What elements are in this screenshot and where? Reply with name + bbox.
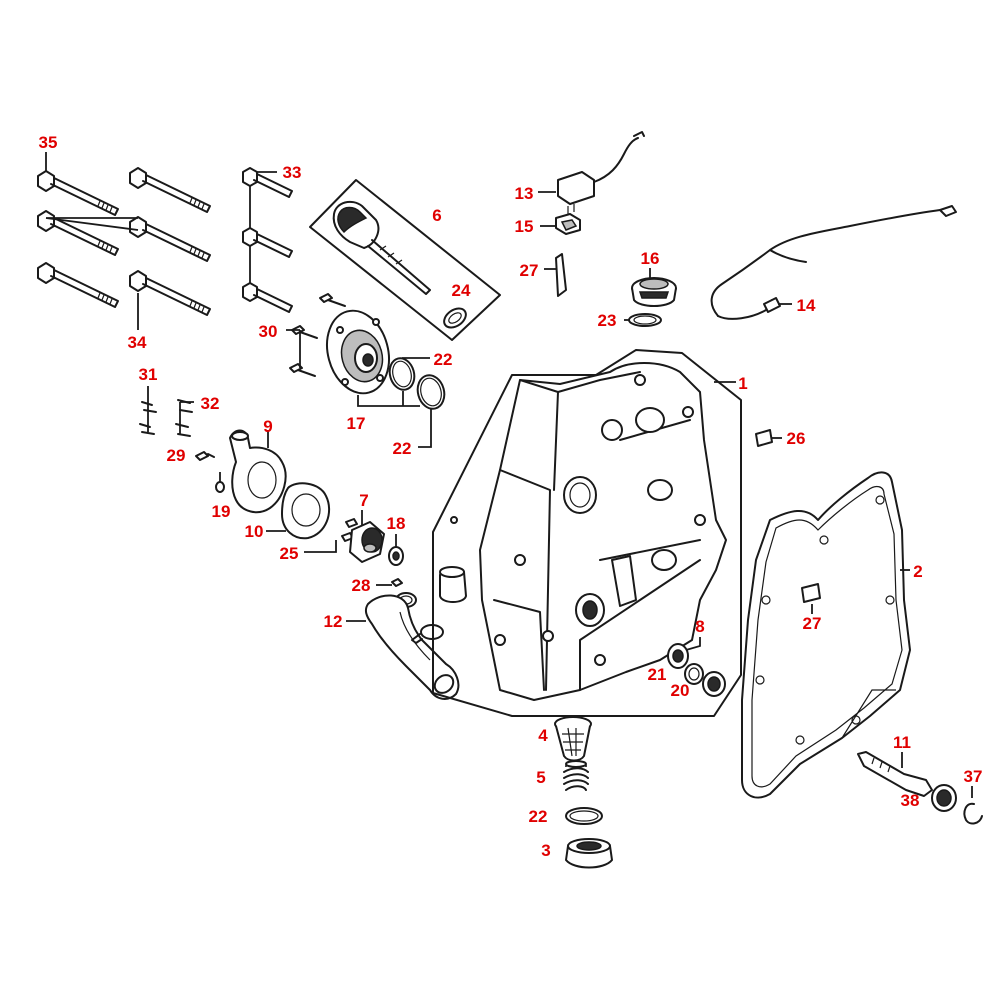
callout-21: 21 bbox=[648, 665, 667, 684]
bolt bbox=[129, 270, 211, 316]
shaft-11 bbox=[857, 751, 933, 797]
seal-21 bbox=[684, 663, 704, 685]
dipstick bbox=[332, 200, 431, 295]
callout-34: 32 bbox=[201, 394, 220, 413]
callout-33: 31 bbox=[139, 365, 158, 384]
callout-labels: 35 34 33 6 24 13 15 27 16 23 14 30 22 17… bbox=[39, 133, 983, 860]
callout-38: 38 bbox=[901, 791, 920, 810]
oil-strainer bbox=[554, 716, 592, 762]
callout-23: 22 bbox=[393, 439, 412, 458]
callout-17: 17 bbox=[347, 414, 366, 433]
callout-22: 22 bbox=[529, 807, 548, 826]
callout-18: 18 bbox=[387, 514, 406, 533]
short-bolts-group bbox=[242, 167, 293, 313]
callout-9: 9 bbox=[263, 417, 272, 436]
small-bolts bbox=[289, 293, 346, 377]
thermostat-cover bbox=[229, 429, 287, 514]
bolt bbox=[37, 210, 119, 256]
callout-6: 6 bbox=[432, 206, 441, 225]
callout-5: 5 bbox=[536, 768, 545, 787]
circlip-28 bbox=[963, 802, 983, 825]
callout-26: 25 bbox=[280, 544, 299, 563]
callout-11: 11 bbox=[893, 733, 911, 752]
callout-20: 20 bbox=[671, 681, 690, 700]
bolt bbox=[129, 216, 211, 262]
callout-37: 35 bbox=[39, 133, 58, 152]
callout-2: 2 bbox=[913, 562, 922, 581]
callout-14: 14 bbox=[797, 296, 816, 315]
drain-plug bbox=[565, 838, 613, 869]
bolt bbox=[129, 167, 211, 213]
impeller-assembly bbox=[304, 510, 460, 700]
callout-8: 8 bbox=[695, 617, 704, 636]
bolt bbox=[242, 167, 293, 198]
spring bbox=[563, 760, 589, 791]
callout-12: 12 bbox=[324, 612, 343, 631]
long-bolts-group bbox=[37, 152, 211, 330]
callout-28: 37 bbox=[964, 767, 983, 786]
callout-10: 10 bbox=[245, 522, 264, 541]
callout-30: 28 bbox=[352, 576, 371, 595]
dipstick-assembly-box bbox=[309, 179, 501, 341]
bolt bbox=[37, 262, 119, 308]
sensor-13 bbox=[557, 131, 645, 212]
callout-24: 23 bbox=[598, 311, 617, 330]
pin-29 bbox=[555, 253, 567, 297]
dowel-pin bbox=[801, 583, 821, 603]
callout-27: 26 bbox=[787, 429, 806, 448]
callout-15: 15 bbox=[515, 217, 534, 236]
plug-16 bbox=[631, 277, 677, 307]
thermostat-gasket bbox=[281, 482, 331, 540]
bolt bbox=[242, 227, 293, 258]
callout-31: 29 bbox=[167, 446, 186, 465]
callout-13: 13 bbox=[515, 184, 534, 203]
callout-22: 22 bbox=[434, 350, 453, 369]
sensor-group bbox=[538, 131, 957, 327]
crankcase-cover-box bbox=[432, 349, 742, 717]
pump-cover bbox=[326, 309, 390, 395]
coolant-hose bbox=[364, 594, 460, 700]
cover-gasket bbox=[741, 471, 911, 799]
bearing-38 bbox=[931, 784, 957, 812]
callout-19: 19 bbox=[212, 502, 231, 521]
bolt bbox=[242, 282, 293, 313]
bolt bbox=[37, 170, 119, 216]
pump-cover-assembly bbox=[286, 293, 446, 448]
callout-35: 33 bbox=[283, 163, 302, 182]
impeller bbox=[349, 521, 385, 563]
callout-4: 4 bbox=[538, 726, 548, 745]
callout-7: 7 bbox=[359, 491, 368, 510]
dowel-pin bbox=[755, 429, 773, 447]
callout-3: 3 bbox=[541, 841, 550, 860]
callout-1: 1 bbox=[738, 374, 747, 393]
sensor-15 bbox=[555, 206, 581, 235]
callout-36: 34 bbox=[128, 333, 147, 352]
thermostat-housing-assembly bbox=[139, 386, 331, 540]
callout-32: 30 bbox=[259, 322, 278, 341]
crankcase-cover bbox=[439, 362, 727, 701]
bearing-20 bbox=[702, 671, 726, 697]
oil-seal-8 bbox=[667, 643, 689, 669]
cable-14 bbox=[710, 205, 957, 320]
callout-27: 27 bbox=[803, 614, 822, 633]
callout-25: 24 bbox=[452, 281, 471, 300]
callout-29: 27 bbox=[520, 261, 539, 280]
callout-16: 16 bbox=[641, 249, 660, 268]
